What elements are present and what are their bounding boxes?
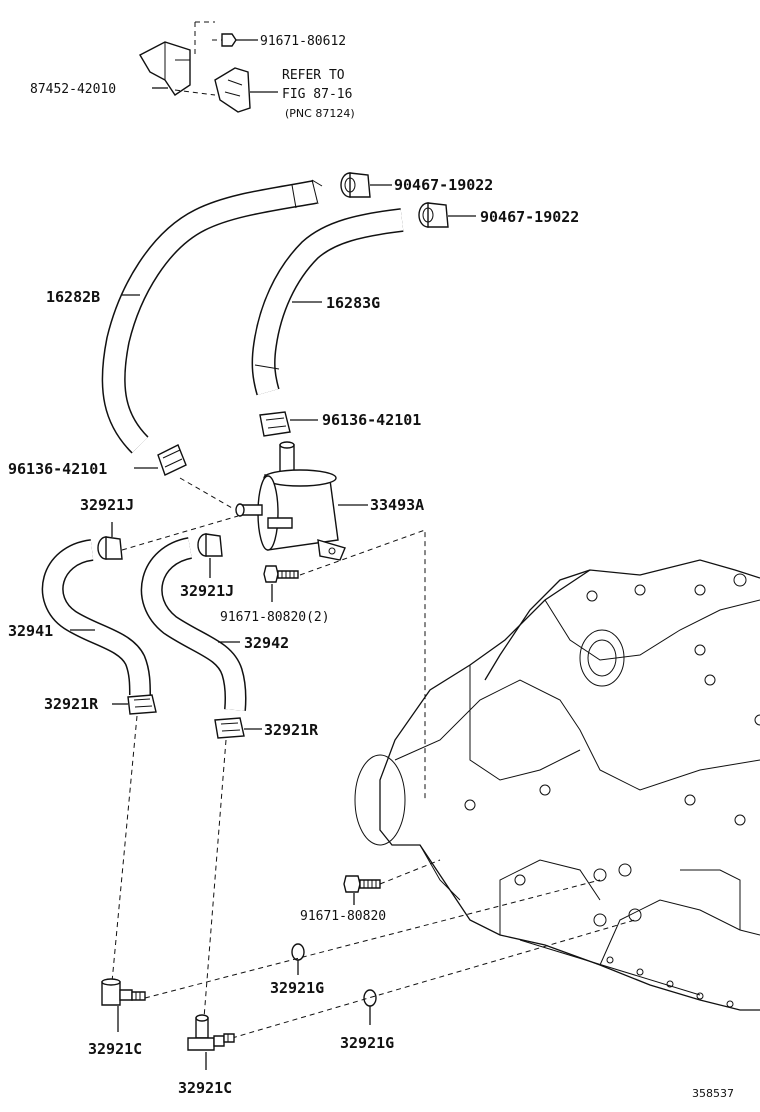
hose-16283G bbox=[251, 208, 404, 396]
label-33493A: 33493A bbox=[370, 496, 424, 514]
label-32921G-a: 32921G bbox=[270, 979, 324, 997]
illustration-id: 358537 bbox=[692, 1087, 734, 1100]
label-32942: 32942 bbox=[244, 634, 289, 652]
union-32921C-left bbox=[101, 978, 146, 1006]
refer-line-1: REFER TO bbox=[282, 68, 345, 83]
label-32921G-b: 32921G bbox=[340, 1034, 394, 1052]
clamp-96136-left bbox=[157, 444, 187, 476]
label-32921J-b: 32921J bbox=[180, 582, 234, 600]
refer-line-3: (PNC 87124) bbox=[285, 107, 355, 120]
label-96136-42101-b: 96136-42101 bbox=[8, 460, 107, 478]
label-16282B: 16282B bbox=[46, 288, 100, 306]
label-32921C-a: 32921C bbox=[88, 1040, 142, 1058]
gasket-32921G-lower bbox=[363, 989, 377, 1007]
label-96136-42101-a: 96136-42101 bbox=[322, 411, 421, 429]
label-32921R-b: 32921R bbox=[264, 721, 319, 739]
clamp-32921J-right bbox=[197, 533, 223, 557]
clamp-32921J-left bbox=[97, 536, 123, 560]
engine-block bbox=[354, 559, 760, 1011]
label-91671-80820: 91671-80820 bbox=[300, 909, 386, 924]
clamp-90467-upper bbox=[340, 172, 371, 198]
union-32921C-right bbox=[187, 1014, 235, 1051]
label-90467-19022-a: 90467-19022 bbox=[394, 176, 493, 194]
label-32921J-a: 32921J bbox=[80, 496, 134, 514]
label-90467-19022-b: 90467-19022 bbox=[480, 208, 579, 226]
label-32921C-b: 32921C bbox=[178, 1079, 232, 1097]
label-32941: 32941 bbox=[8, 622, 53, 640]
label-16283G: 16283G bbox=[326, 294, 380, 312]
oil-cooler-33493A bbox=[235, 441, 346, 561]
bracket-assembly bbox=[139, 21, 251, 113]
bolt-91671-80820-pair bbox=[263, 565, 299, 583]
label-32921R-a: 32921R bbox=[44, 695, 99, 713]
hose-16282B bbox=[101, 179, 323, 454]
hose-32942 bbox=[140, 537, 247, 711]
refer-line-2: FIG 87-16 bbox=[282, 87, 352, 102]
label-87452-42010: 87452-42010 bbox=[30, 82, 116, 97]
clamp-90467-lower bbox=[418, 202, 449, 228]
label-91671-80612: 91671-80612 bbox=[260, 34, 346, 49]
clamp-96136-right bbox=[259, 411, 291, 437]
clamp-32921R-right bbox=[214, 717, 245, 739]
clamp-32921R-left bbox=[127, 694, 157, 715]
label-91671-80820-2: 91671-80820(2) bbox=[220, 610, 330, 625]
bolt-91671-80820 bbox=[343, 875, 381, 893]
hose-32941 bbox=[41, 539, 151, 696]
